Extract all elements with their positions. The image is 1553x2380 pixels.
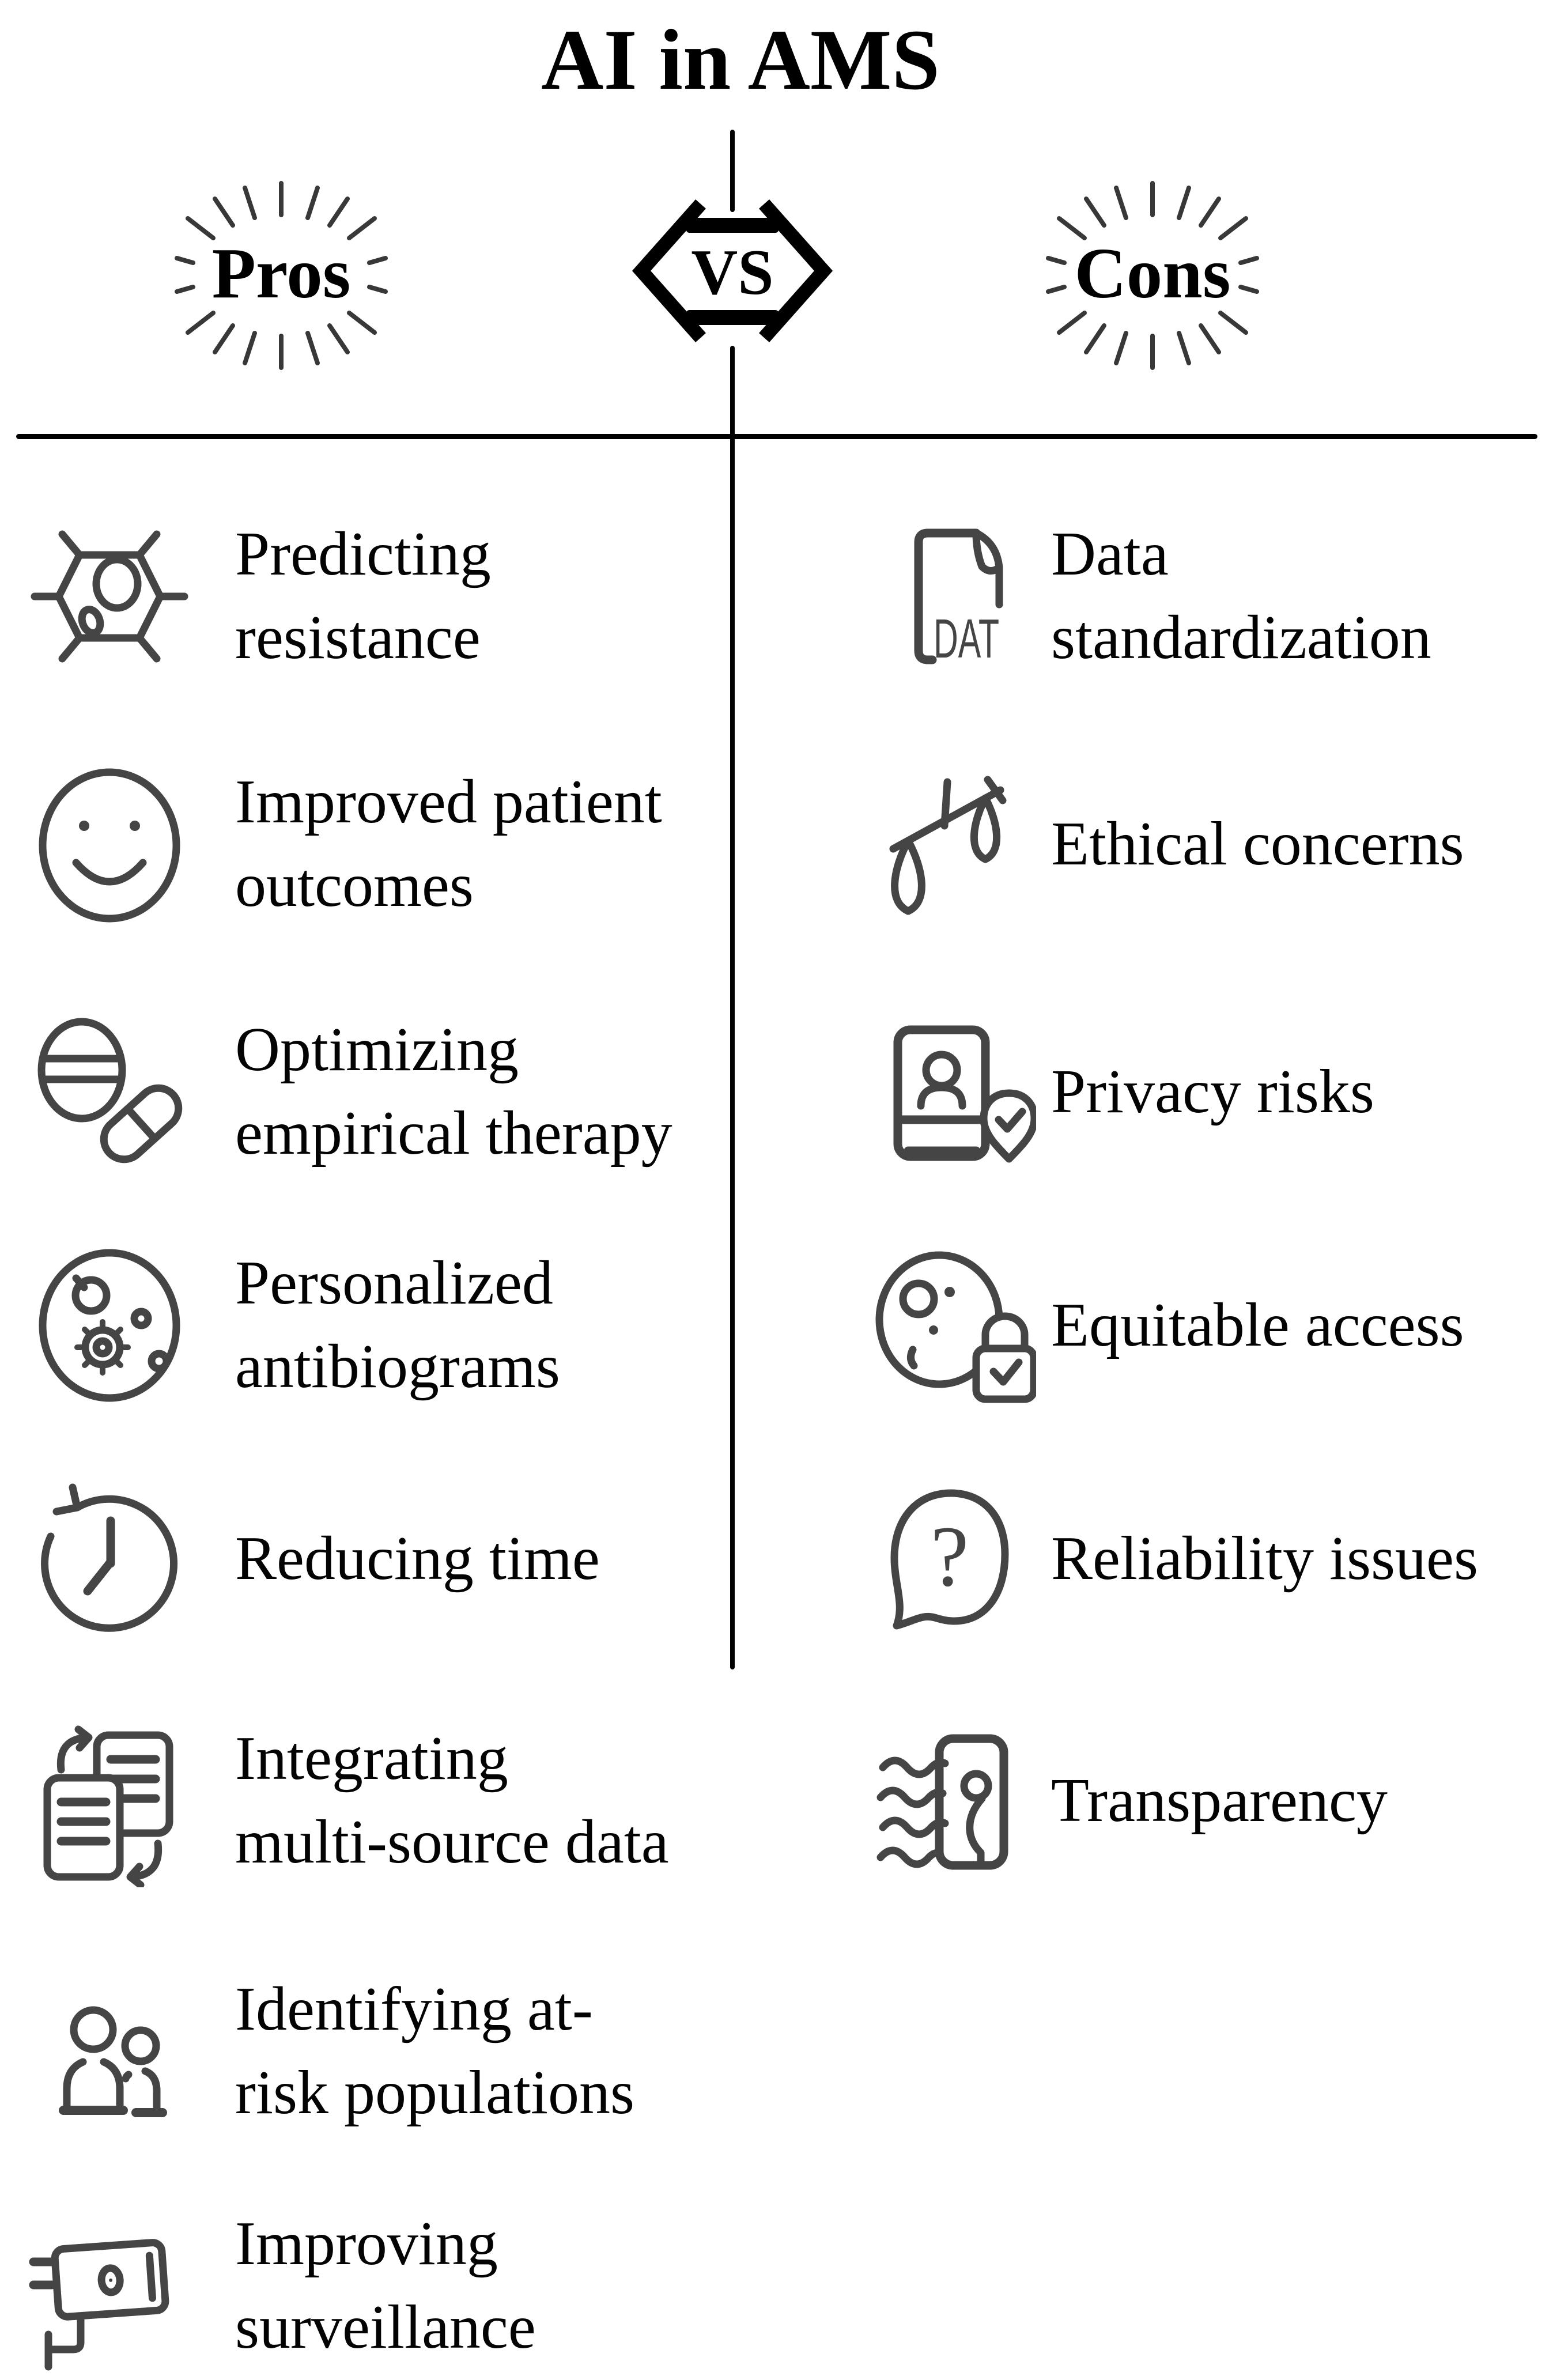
pros-item-label: Improving surveillance [235, 2209, 536, 2362]
sunburst-decoration-cons [1046, 181, 1259, 370]
pros-item-label: Identifying at- risk populations [235, 1975, 634, 2127]
cons-item-label: Privacy risks [1051, 1057, 1374, 1126]
cons-item-label: Transparency [1051, 1766, 1388, 1835]
question-bubble-icon-text: ? [931, 1509, 969, 1604]
petri-dish-icon [23, 1239, 196, 1412]
transparency-icon [863, 1714, 1036, 1887]
pros-item-predicting-resistance: Predicting resistance [23, 507, 732, 686]
cons-item-reliability-issues: ? Reliability issues [863, 1469, 1549, 1648]
pros-item-empirical-therapy: Optimizing empirical therapy [23, 1003, 732, 1181]
cons-item-label: Reliability issues [1051, 1524, 1478, 1593]
lock-circle-icon [863, 1239, 1036, 1412]
pills-icon [23, 1006, 196, 1178]
pros-item-improving-surveillance: Improving surveillance [23, 2197, 732, 2375]
bacteria-icon [23, 510, 196, 683]
scales-icon [863, 758, 1036, 931]
pros-item-label: Personalized antibiograms [235, 1249, 560, 1401]
people-icon [23, 1965, 196, 2138]
pros-item-label: Reducing time [235, 1524, 600, 1593]
documents-sync-icon [23, 1714, 196, 1887]
cons-item-transparency: Transparency [863, 1712, 1549, 1890]
cons-item-privacy-risks: Privacy risks [863, 1003, 1549, 1181]
dat-file-icon-text: DAT [934, 608, 999, 670]
pros-item-personalized-antibiograms: Personalized antibiograms [23, 1236, 732, 1415]
cons-item-equitable-access: Equitable access [863, 1236, 1549, 1415]
divider-horizontal [16, 434, 1537, 439]
pros-item-label: Integrating multi-source data [235, 1724, 669, 1876]
dat-file-icon: DAT [863, 510, 1036, 683]
vs-badge-label: VS [691, 237, 773, 308]
id-card-shield-icon [863, 1006, 1036, 1178]
cons-item-ethical-concerns: Ethical concerns [863, 755, 1549, 934]
clock-history-icon [23, 1472, 196, 1645]
cctv-camera-icon [23, 2200, 196, 2373]
cons-item-label: Ethical concerns [1051, 809, 1464, 878]
cons-item-label: Data standardization [1051, 520, 1431, 672]
pros-item-improved-outcomes: Improved patient outcomes [23, 755, 732, 934]
sunburst-decoration-pros [175, 181, 388, 370]
smiley-icon [23, 758, 196, 931]
cons-item-data-standardization: DAT Data standardization [863, 507, 1549, 686]
divider-vertical-main [730, 346, 735, 1669]
pros-item-multi-source-data: Integrating multi-source data [23, 1712, 732, 1890]
pros-item-label: Optimizing empirical therapy [235, 1015, 672, 1168]
pros-item-reducing-time: Reducing time [23, 1469, 732, 1648]
vs-badge: VS [632, 199, 833, 342]
cons-header: Cons [1074, 234, 1231, 313]
page-title: AI in AMS [541, 12, 940, 108]
cons-item-label: Equitable access [1051, 1290, 1464, 1359]
pros-item-at-risk-populations: Identifying at- risk populations [23, 1962, 732, 2141]
divider-vertical-top [730, 130, 735, 212]
pros-item-label: Predicting resistance [235, 520, 491, 672]
question-bubble-icon: ? [863, 1472, 1036, 1645]
pros-item-label: Improved patient outcomes [235, 768, 662, 920]
pros-header: Pros [211, 234, 351, 313]
